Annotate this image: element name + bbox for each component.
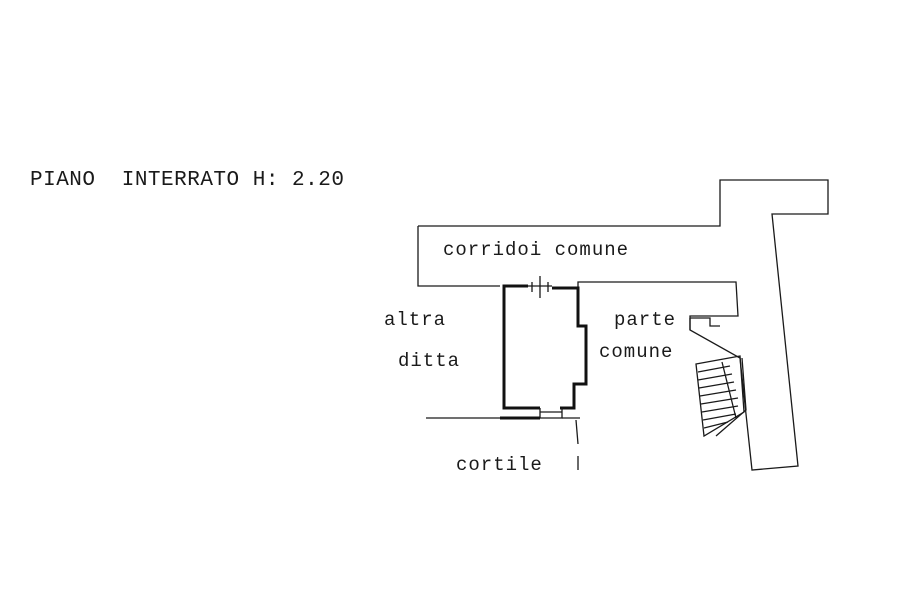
unit-walls — [502, 284, 588, 410]
courtyard-boundary — [426, 416, 580, 470]
label-common-part-line1: parte — [614, 309, 677, 331]
label-other-company-line1: altra — [384, 309, 447, 331]
unit-door — [528, 276, 552, 298]
label-other-company-line2: ditta — [398, 350, 461, 372]
staircase — [689, 317, 745, 438]
label-common-part-line2: comune — [599, 341, 674, 363]
label-corridor: corridoi comune — [443, 239, 630, 261]
label-courtyard: cortile — [456, 454, 543, 476]
corridor-outline — [417, 179, 829, 471]
plan-title: PIANO INTERRATO H: 2.20 — [30, 169, 345, 192]
unit-window — [539, 408, 563, 419]
right-wing-inner-wall — [715, 357, 747, 437]
